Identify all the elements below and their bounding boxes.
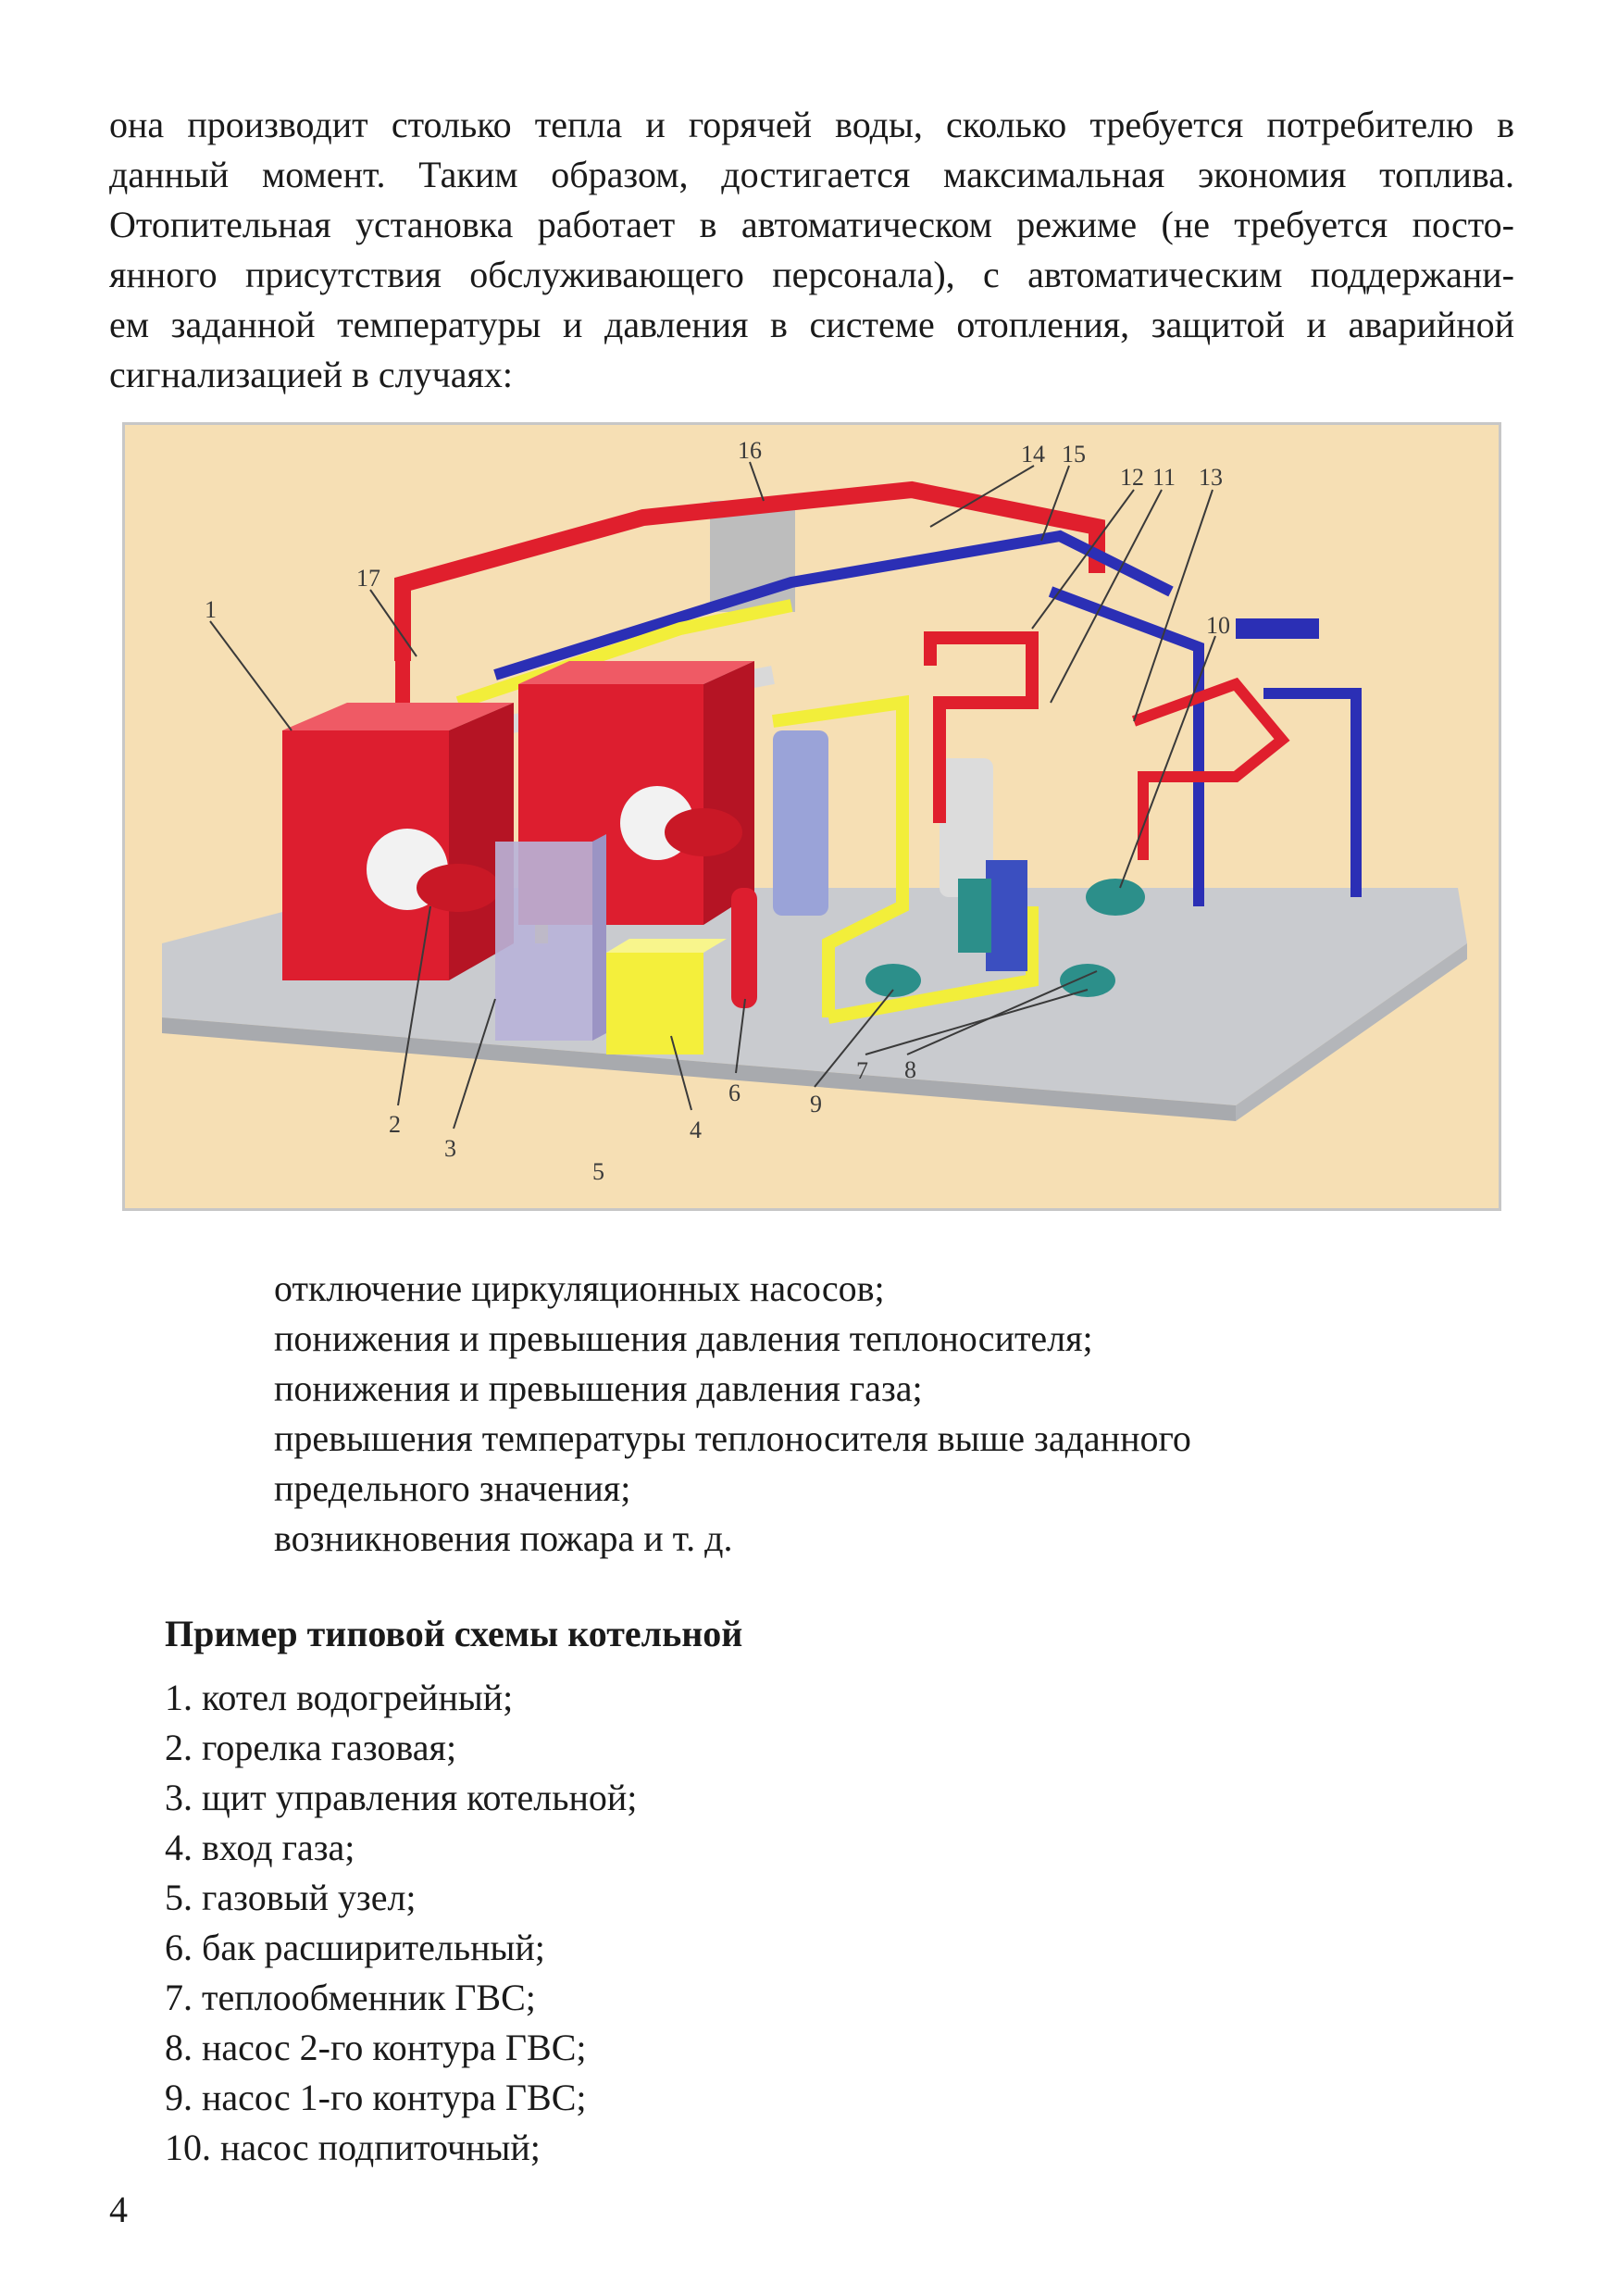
- legend-item: 2. горелка газовая;: [165, 1727, 457, 1768]
- callout-11: 11: [1152, 464, 1176, 491]
- callout-17: 17: [356, 565, 380, 592]
- intro-line: янного присутствия обслуживающего персон…: [109, 254, 1514, 295]
- legend-item: 7. теплообменник ГВС;: [165, 1977, 536, 2018]
- pump-makeup: [1086, 879, 1145, 916]
- legend-item: 9. насос 1-го контура ГВС;: [165, 2077, 587, 2118]
- leader-13: [1133, 489, 1214, 722]
- page-number: 4: [109, 2189, 128, 2230]
- callout-6: 6: [728, 1079, 741, 1106]
- callout-4: 4: [690, 1117, 702, 1143]
- callout-10: 10: [1206, 612, 1230, 639]
- return-pipe-main: [493, 530, 1174, 680]
- leader-3: [453, 998, 496, 1129]
- legend-item: 10. насос подпиточный;: [165, 2127, 541, 2168]
- gas-pipe-lower: [827, 906, 1039, 1024]
- callout-16: 16: [738, 437, 762, 464]
- leader-14: [929, 465, 1035, 528]
- callout-15: 15: [1062, 441, 1086, 468]
- legend-item: 3. щит управления котельной;: [165, 1777, 638, 1818]
- leader-11: [1050, 489, 1163, 704]
- leader-4: [670, 1035, 692, 1111]
- gas-pipe-drop-2: [772, 694, 909, 1017]
- callout-12: 12: [1120, 464, 1144, 491]
- leader-12: [1031, 489, 1135, 630]
- leader-2: [397, 905, 431, 1106]
- callout-1: 1: [205, 596, 217, 623]
- legend-item: 8. насос 2-го контура ГВС;: [165, 2027, 587, 2068]
- burner-2: [665, 808, 742, 856]
- callout-leaders: [209, 461, 1216, 1129]
- condition-item: предельного значения;: [274, 1467, 631, 1509]
- leader-8: [906, 970, 1098, 1055]
- callout-13: 13: [1199, 464, 1223, 491]
- pump-circuit-1: [865, 964, 921, 997]
- storage-tank-white: [940, 758, 993, 897]
- condition-item: превышения температуры теплоносителя выш…: [274, 1417, 1191, 1459]
- legend-list: 1. котел водогрейный; 2. горелка газовая…: [165, 1673, 637, 2173]
- callout-5: 5: [592, 1158, 604, 1185]
- intro-line: Отопительная установка работает в автома…: [109, 204, 1514, 245]
- leader-1: [209, 620, 292, 731]
- control-panel-side: [592, 834, 606, 1041]
- legend-item: 4. вход газа;: [165, 1827, 355, 1868]
- heat-exchanger: [986, 860, 1027, 971]
- callout-8: 8: [904, 1056, 916, 1083]
- callout-9: 9: [810, 1091, 822, 1117]
- floor-edge: [162, 1017, 1236, 1121]
- leader-10: [1119, 635, 1216, 889]
- floor-edge-side: [1236, 943, 1467, 1121]
- supply-loop-far-right: [1131, 677, 1290, 860]
- callout-3: 3: [444, 1135, 456, 1162]
- legend-item: 1. котел водогрейный;: [165, 1677, 514, 1718]
- boiler-2-side: [703, 661, 754, 925]
- callout-7: 7: [856, 1057, 868, 1084]
- intro-line: данный момент. Таким образом, достигаетс…: [109, 154, 1514, 195]
- leader-9: [814, 989, 894, 1088]
- condition-item: отключение циркуляционных насосов;: [274, 1267, 885, 1309]
- boiler-2-top: [518, 661, 754, 684]
- legend-item: 5. газовый узел;: [165, 1877, 417, 1918]
- burner-1: [417, 864, 500, 912]
- boiler-room-schematic: 1 2 3 4 5 6 7 8 9 10 11 12 13 14 15 16 1…: [122, 422, 1501, 1211]
- intro-paragraph: она производит столько тепла и горячей в…: [109, 100, 1514, 400]
- legend-item: 6. бак расширительный;: [165, 1927, 545, 1968]
- leader-15: [1040, 465, 1070, 542]
- boiler-1-top: [282, 703, 514, 730]
- leader-7: [865, 989, 1089, 1055]
- intro-line: ем заданной температуры и давления в сис…: [109, 304, 1514, 345]
- pump-circuit-2: [1060, 964, 1115, 997]
- leader-16: [749, 461, 765, 502]
- callout-2: 2: [389, 1111, 401, 1138]
- condition-item: понижения и превышения давления газа;: [274, 1367, 923, 1409]
- condition-item: возникновения пожара и т. д.: [274, 1517, 733, 1559]
- gas-unit: [606, 953, 703, 1054]
- schematic-drawing: 1 2 3 4 5 6 7 8 9 10 11 12 13 14 15 16 1…: [162, 437, 1467, 1185]
- expansion-tank: [731, 888, 757, 1008]
- return-pipe-drop: [1048, 586, 1204, 906]
- intro-line: она производит столько тепла и горячей в…: [109, 104, 1514, 145]
- leader-17: [369, 589, 417, 657]
- pump-1: [958, 879, 991, 953]
- callout-14: 14: [1021, 441, 1045, 468]
- gas-unit-top: [606, 939, 727, 953]
- supply-loop-right: [924, 631, 1039, 823]
- legend-heading: Пример типовой схемы котельной: [165, 1613, 743, 1654]
- return-pipe-right: [1263, 688, 1362, 897]
- control-panel: [495, 842, 592, 1041]
- alarm-conditions-list: отключение циркуляционных насосов; пониж…: [274, 1264, 1191, 1564]
- storage-tank: [773, 730, 828, 916]
- leader-6: [735, 998, 746, 1074]
- condition-item: понижения и превышения давления теплонос…: [274, 1317, 1093, 1359]
- intro-line: сигнализацией в случаях:: [109, 354, 513, 395]
